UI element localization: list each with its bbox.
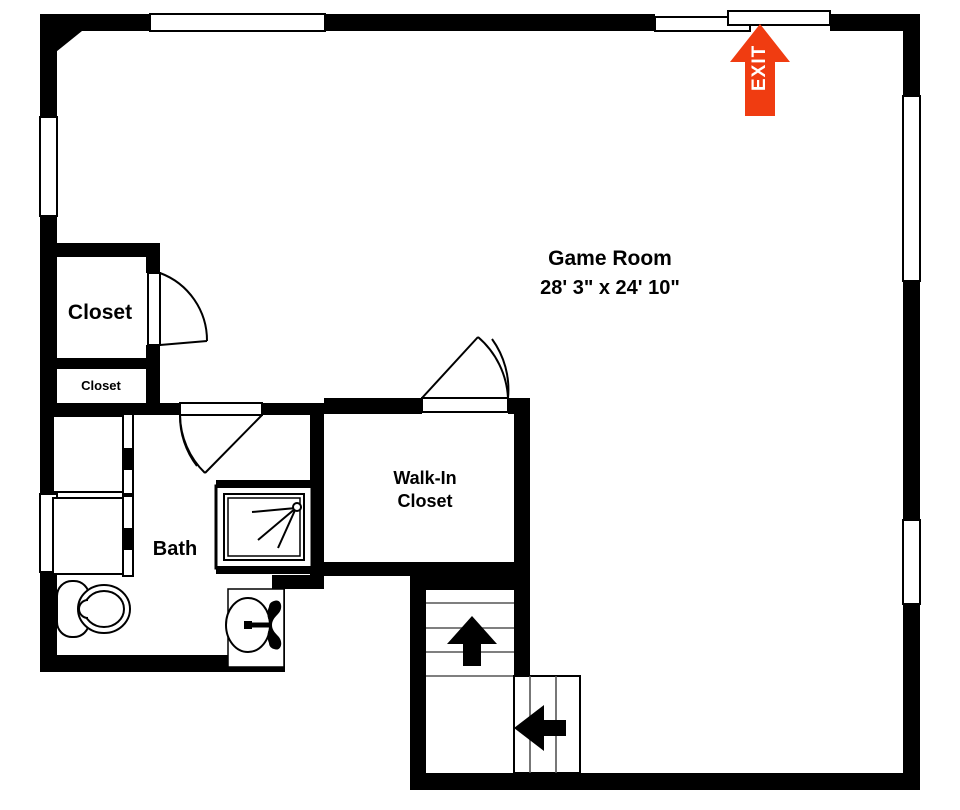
door-bath	[178, 402, 263, 474]
room-name-game-room: Game Room	[548, 247, 672, 270]
sink-fixture	[225, 588, 285, 668]
room-label-bath: Bath	[125, 537, 225, 562]
room-label-closet-big: Closet	[45, 300, 155, 326]
room-name-walk-in-closet: Walk-In	[393, 468, 457, 488]
stair-arrow-left-icon	[514, 705, 566, 751]
stairs	[426, 602, 581, 774]
window-right-2	[902, 519, 921, 605]
exterior-walls	[40, 14, 920, 790]
room-name-closet-big: Closet	[67, 301, 133, 324]
room-name-closet-small: Closet	[81, 378, 121, 393]
room-label-walk-in-closet: Walk-In Closet	[350, 467, 500, 512]
shower-fixture	[214, 480, 314, 574]
interior-walls	[45, 243, 530, 790]
window-left-1	[39, 116, 58, 217]
room-dimensions-game-room: 28' 3" x 24' 10"	[540, 277, 680, 300]
bath-fixtures	[52, 413, 314, 668]
exit-arrow-icon	[730, 24, 790, 116]
room-name-walk-in-closet-line2: Closet	[397, 490, 453, 511]
room-label-closet-small: Closet	[55, 378, 147, 394]
window-top-3	[727, 10, 831, 26]
windows	[39, 10, 921, 605]
door-walkin-closet	[421, 336, 510, 413]
doors	[147, 272, 510, 474]
door-closet-big	[147, 272, 209, 346]
room-name-bath: Bath	[152, 538, 198, 560]
stair-arrow-up-icon	[447, 616, 497, 666]
closet-doors-bath	[52, 413, 134, 577]
room-label-game-room: Game Room 28' 3" x 24' 10"	[470, 246, 750, 301]
toilet-fixture	[56, 580, 131, 638]
window-top-1	[149, 13, 326, 32]
window-right-1	[902, 95, 921, 282]
